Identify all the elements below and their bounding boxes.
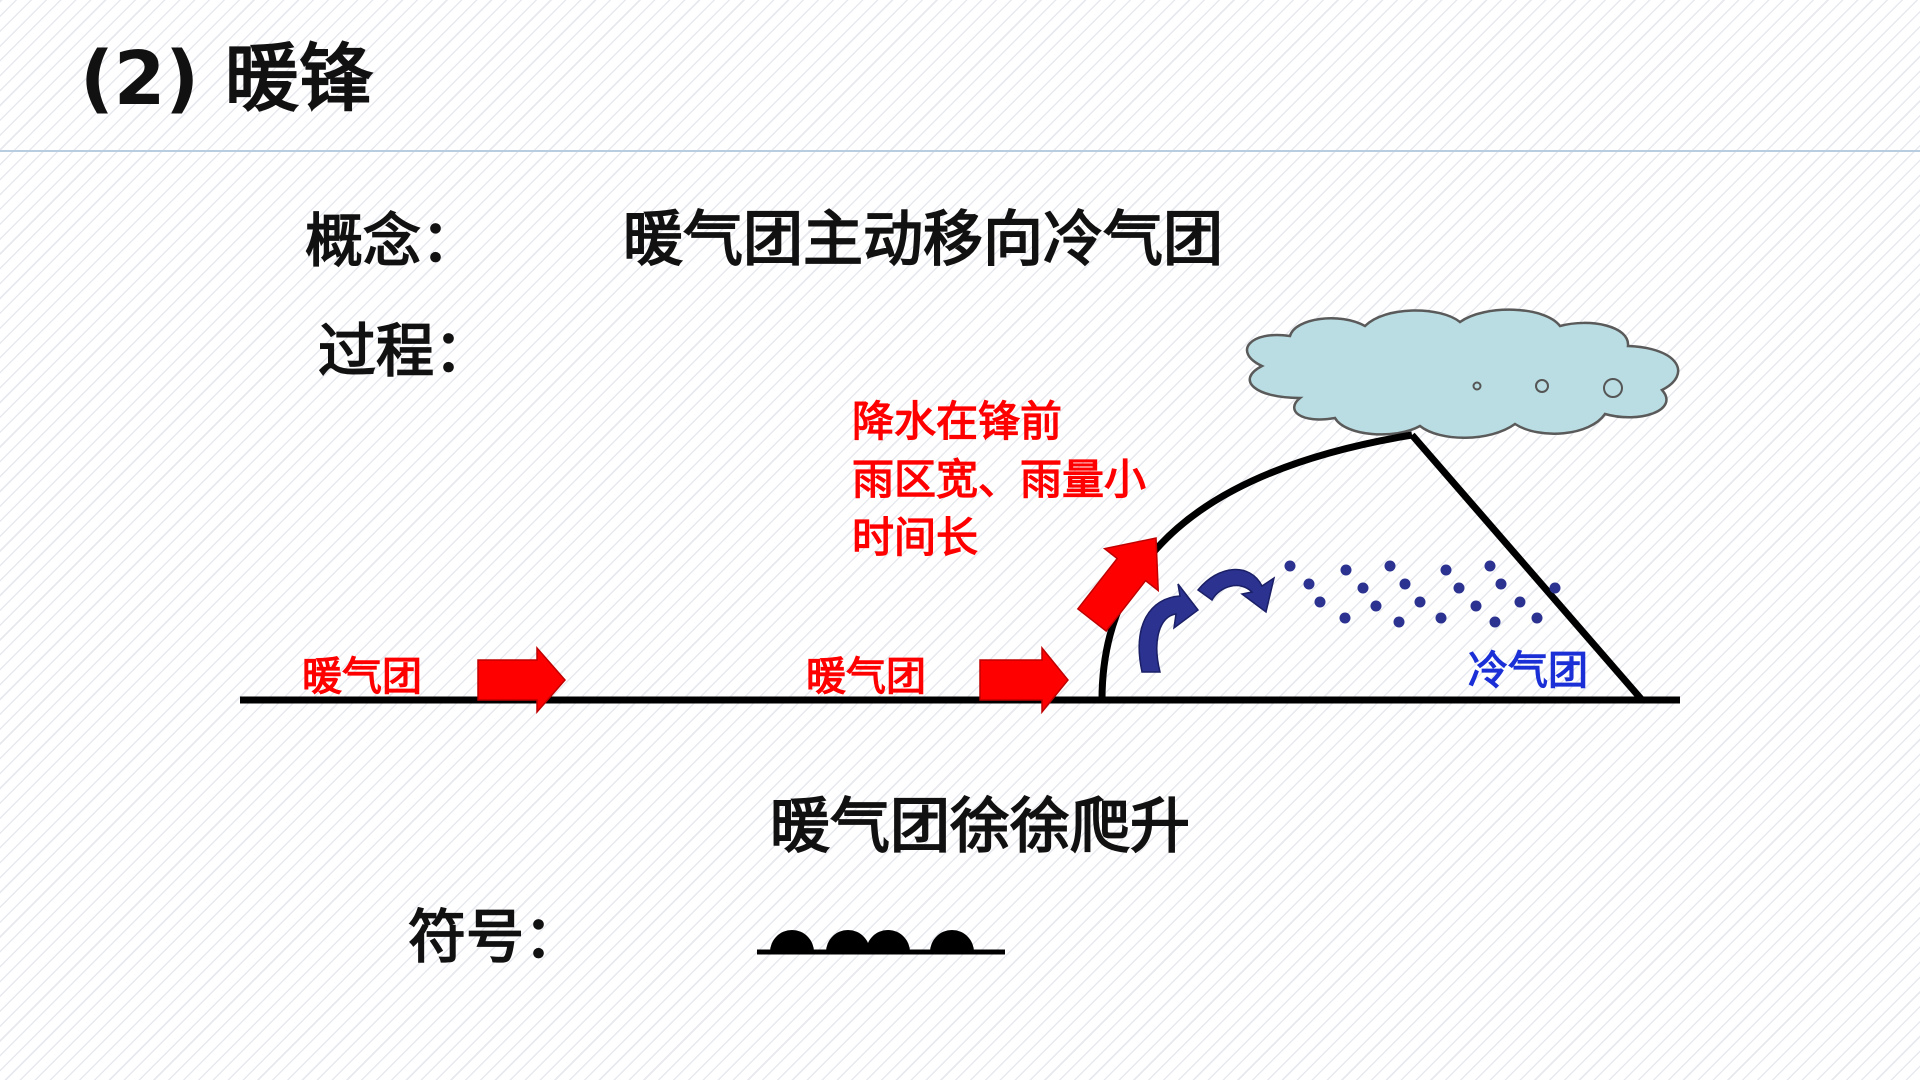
cold-air-label: 冷气团 <box>1468 648 1588 694</box>
rain-dot <box>1453 582 1465 594</box>
warm-arrow-mid <box>979 645 1069 715</box>
concept-text: 暖气团主动移向冷气团 <box>623 205 1223 275</box>
warm-air-label-mid: 暖气团 <box>806 654 926 700</box>
precip-note-2: 雨区宽、雨量小 <box>852 455 1146 504</box>
rain-dot <box>1435 612 1447 624</box>
concept-label: 概念： <box>305 207 480 275</box>
rain-dot <box>1393 616 1405 628</box>
rain-dot <box>1303 578 1315 590</box>
cloud-icon <box>1245 308 1680 439</box>
rain-dots <box>1284 560 1561 628</box>
lift-arrow-upper <box>1196 568 1276 614</box>
rain-dot <box>1484 560 1496 572</box>
rain-dot <box>1399 578 1411 590</box>
precip-note-1: 降水在锋前 <box>852 397 1062 446</box>
rain-dot <box>1314 596 1326 608</box>
rain-dot <box>1340 564 1352 576</box>
title-divider <box>0 150 1920 152</box>
symbol-label: 符号： <box>408 903 583 971</box>
lift-arrow-lower <box>1138 583 1200 673</box>
warm-front-symbol-icon <box>757 930 1005 955</box>
warm-rise-arrow <box>1076 537 1160 633</box>
process-label: 过程： <box>318 317 493 385</box>
process-caption: 暖气团徐徐爬升 <box>770 792 1190 862</box>
precip-note-3: 时间长 <box>852 513 978 562</box>
rain-dot <box>1284 560 1296 572</box>
rain-dot <box>1549 582 1561 594</box>
rain-dot <box>1495 578 1507 590</box>
rain-dot <box>1470 600 1482 612</box>
cold-air-wedge-edge <box>1409 432 1645 703</box>
rain-dot <box>1489 616 1501 628</box>
rain-dot <box>1370 600 1382 612</box>
rain-dot <box>1531 612 1543 624</box>
rain-dot <box>1357 582 1369 594</box>
slide-title: (2) 暖锋 <box>80 36 373 122</box>
rain-dot <box>1339 612 1351 624</box>
rain-dot <box>1440 564 1452 576</box>
warm-arrow-left <box>477 646 566 714</box>
warm-air-label-left: 暖气团 <box>302 654 422 700</box>
rain-dot <box>1414 596 1426 608</box>
rain-dot <box>1384 560 1396 572</box>
precip-notes: 降水在锋前 雨区宽、雨量小 时间长 <box>852 397 1146 562</box>
frontal-surface <box>1098 431 1413 701</box>
rain-dot <box>1514 596 1526 608</box>
